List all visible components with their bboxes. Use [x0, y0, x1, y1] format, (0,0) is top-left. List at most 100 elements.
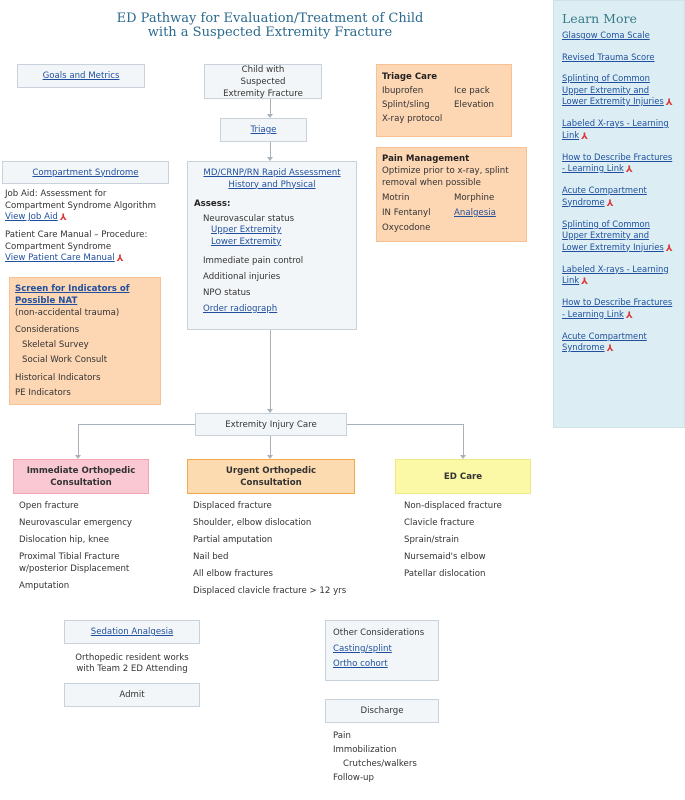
urgent-list: Displaced fracture Shoulder, elbow dislo… — [193, 501, 373, 603]
learn-more-item: Splinting of Common Upper Extremity and … — [562, 219, 676, 254]
list-item: Nursemaid's elbow — [404, 552, 486, 562]
ortho-cohort-link[interactable]: Ortho cohort — [333, 659, 388, 669]
connector — [270, 329, 271, 411]
learn-more-item: How to Describe Fractures - Learning Lin… — [562, 152, 676, 176]
ortho-resident-note: Orthopedic resident works with Team 2 ED… — [75, 653, 189, 674]
learn-more-link[interactable]: Labeled X-rays - Learning Link — [562, 263, 669, 286]
pain-management-box: Pain Management Optimize prior to x-ray,… — [376, 147, 527, 242]
arrow-icon — [267, 409, 273, 413]
pdf-icon: ⅄ — [581, 277, 588, 287]
arrow-icon — [267, 157, 273, 161]
goals-box: Goals and Metrics — [17, 64, 145, 88]
assessment-box: MD/CRNP/RN Rapid Assessment History and … — [187, 161, 357, 330]
learn-more-link[interactable]: Acute Compartment Syndrome — [562, 185, 647, 207]
connector — [270, 435, 271, 456]
list-item: Amputation — [19, 581, 70, 591]
list-item: Patellar dislocation — [404, 569, 486, 579]
pdf-icon: ⅄ — [625, 310, 633, 321]
learn-more-link[interactable]: How to Describe Fractures - Learning Lin… — [562, 297, 673, 319]
learn-more-item: Acute Compartment Syndrome⅄ — [562, 185, 676, 209]
pdf-icon: ⅄ — [665, 98, 673, 108]
arrow-icon — [460, 455, 466, 459]
patient-care-manual: Patient Care Manual – Procedure: Compart… — [5, 230, 148, 264]
upper-extremity-link[interactable]: Upper Extremity — [211, 225, 282, 235]
start-box: Child with Suspected Extremity Fracture — [204, 64, 322, 99]
page-title: ED Pathway for Evaluation/Treatment of C… — [116, 11, 424, 40]
view-patient-care-manual-link[interactable]: View Patient Care Manual — [5, 253, 115, 263]
connector — [463, 424, 464, 456]
lower-extremity-link[interactable]: Lower Extremity — [211, 236, 282, 247]
arrow-icon — [267, 455, 273, 459]
analgesia-link[interactable]: Analgesia — [454, 208, 496, 218]
compartment-box: Compartment Syndrome — [2, 161, 169, 184]
list-item: Partial amputation — [193, 535, 273, 545]
admit-box: Admit — [64, 683, 200, 707]
other-considerations-box: Other Considerations Casting/splint Orth… — [325, 620, 439, 681]
immediate-list: Open fracture Neurovascular emergency Di… — [19, 501, 149, 598]
list-item: Dislocation hip, knee — [19, 535, 110, 545]
list-item: Neurovascular emergency — [19, 518, 133, 528]
ed-care-list: Non-displaced fracture Clavicle fracture… — [404, 501, 544, 586]
pdf-icon: ⅄ — [625, 165, 633, 175]
learn-more-link[interactable]: Acute Compartment Syndrome — [562, 330, 647, 353]
learn-more-item: Acute Compartment Syndrome⅄ — [562, 331, 676, 355]
learn-more-title: Learn More — [562, 11, 637, 26]
arrow-icon — [267, 114, 273, 118]
list-item: All elbow fractures — [193, 569, 274, 579]
pdf-icon: ⅄ — [116, 254, 124, 264]
list-item: Sprain/strain — [404, 535, 459, 545]
triage-box: Triage — [220, 118, 307, 142]
learn-more-item: How to Describe Fractures - Learning Lin… — [562, 297, 676, 321]
nat-box: Screen for Indicators of Possible NAT (n… — [9, 277, 161, 405]
list-item: Clavicle fracture — [404, 518, 475, 528]
pdf-icon: ⅄ — [581, 131, 588, 142]
learn-more-link[interactable]: Splinting of Common Upper Extremity and … — [562, 218, 664, 252]
immediate-consult-box: Immediate Orthopedic Consultation — [13, 459, 149, 494]
job-aid: Job Aid: Assessment for Compartment Synd… — [5, 189, 156, 223]
list-item: Follow-up — [333, 773, 374, 783]
list-item: Nail bed — [193, 552, 229, 562]
learn-more-item: Splinting of Common Upper Extremity and … — [562, 73, 676, 108]
discharge-list: Pain Immobilization Crutches/walkers Fol… — [333, 729, 417, 785]
discharge-box: Discharge — [325, 699, 439, 723]
pdf-icon: ⅄ — [606, 198, 614, 209]
learn-more-link[interactable]: Splinting of Common Upper Extremity and … — [562, 73, 664, 106]
learn-more-item: Revised Trauma Score — [562, 52, 676, 64]
learn-more-link[interactable]: Revised Trauma Score — [562, 51, 655, 62]
extremity-injury-care-box: Extremity Injury Care — [195, 413, 347, 436]
learn-more-link[interactable]: How to Describe Fractures - Learning Lin… — [562, 151, 673, 174]
pdf-icon: ⅄ — [59, 213, 67, 223]
learn-more-item: Glasgow Coma Scale — [562, 30, 676, 42]
list-item: Displaced fracture — [193, 501, 272, 511]
order-radiograph-link[interactable]: Order radiograph — [203, 304, 278, 314]
ed-care-box: ED Care — [395, 459, 531, 494]
sedation-analgesia-link[interactable]: Sedation Analgesia — [90, 627, 174, 637]
list-item: Immobilization — [333, 745, 397, 755]
goals-link[interactable]: Goals and Metrics — [42, 71, 120, 81]
pdf-icon: ⅄ — [665, 243, 673, 254]
connector — [270, 98, 271, 116]
list-item: Shoulder, elbow dislocation — [193, 518, 312, 528]
list-item: Pain — [333, 731, 351, 741]
rapid-assessment-link[interactable]: MD/CRNP/RN Rapid Assessment History and … — [203, 168, 341, 190]
learn-more-link[interactable]: Glasgow Coma Scale — [562, 30, 650, 40]
nat-link[interactable]: Screen for Indicators of Possible NAT — [15, 284, 130, 306]
list-item: Proximal Tibial Fracture w/posterior Dis… — [19, 552, 130, 574]
connector — [78, 424, 79, 456]
learn-more-link[interactable]: Labeled X-rays - Learning Link — [562, 118, 669, 140]
list-item: Non-displaced fracture — [404, 501, 502, 511]
learn-more-item: Labeled X-rays - Learning Link⅄ — [562, 118, 676, 142]
casting-splint-link[interactable]: Casting/splint — [333, 643, 392, 654]
list-item: Open fracture — [19, 501, 79, 511]
list-item: Displaced clavicle fracture > 12 yrs — [193, 586, 347, 596]
view-job-aid-link[interactable]: View Job Aid — [5, 212, 58, 222]
arrow-icon — [75, 455, 81, 459]
urgent-consult-box: Urgent Orthopedic Consultation — [187, 459, 355, 494]
compartment-syndrome-link[interactable]: Compartment Syndrome — [32, 167, 139, 178]
triage-link[interactable]: Triage — [250, 125, 277, 135]
learn-more-item: Labeled X-rays - Learning Link⅄ — [562, 264, 676, 288]
pdf-icon: ⅄ — [606, 344, 614, 354]
connector — [270, 141, 271, 159]
